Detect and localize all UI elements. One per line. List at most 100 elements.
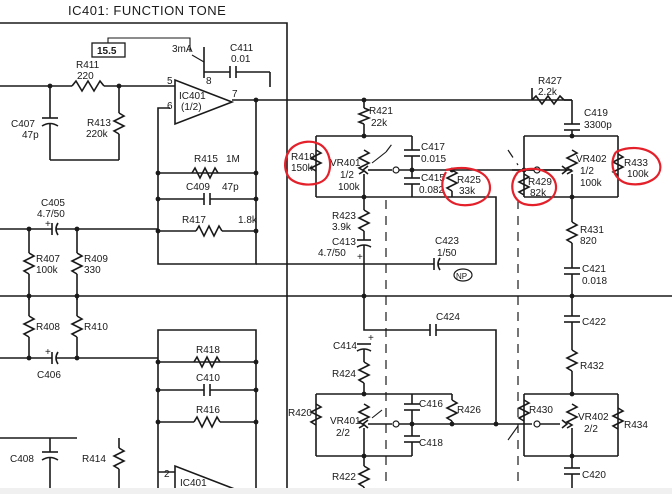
- r434-ref: R434: [624, 420, 648, 431]
- c419-ref: C419: [584, 108, 608, 119]
- vr401-lower-part: 2/2: [336, 428, 350, 439]
- r420-ref: R420: [288, 408, 312, 419]
- c421-value: 0.018: [582, 276, 607, 287]
- r429-ref: R429: [528, 177, 552, 188]
- ic401-bottom-label: IC401: [180, 478, 207, 489]
- r417-value: 1.8k: [238, 215, 258, 226]
- r411-ref: R411: [76, 60, 100, 71]
- c407-value: 47p: [22, 130, 39, 141]
- vr402-lower-ref: VR402: [578, 412, 609, 423]
- r432-ref: R432: [580, 361, 604, 372]
- c417-ref: C417: [421, 142, 445, 153]
- bottom-scroll-strip: [0, 488, 672, 494]
- c409-ref: C409: [186, 182, 210, 193]
- r419-highlight-circle: [284, 140, 332, 186]
- ic401-top-label2: (1/2): [181, 102, 202, 113]
- r417-resistor: [195, 224, 223, 238]
- r421-value: 22k: [371, 118, 388, 129]
- r426-resistor: [445, 399, 459, 422]
- r410-ref: R410: [84, 322, 108, 333]
- r419-resistor: [309, 149, 323, 172]
- ic-frame: [0, 22, 288, 494]
- c416-ref: C416: [419, 399, 443, 410]
- vr402-lower-pot: [565, 403, 579, 429]
- vr402-lower-part: 2/2: [584, 424, 598, 435]
- r430-ref: R430: [529, 405, 553, 416]
- r407-value: 100k: [36, 265, 59, 276]
- c414-ref: C414: [333, 341, 357, 352]
- r424-ref: R424: [332, 369, 356, 380]
- c423-value: 1/50: [437, 248, 457, 259]
- c413-value: 4.7/50: [318, 248, 346, 259]
- r433-highlight-circle: [611, 146, 662, 186]
- c410-ref: C410: [196, 373, 220, 384]
- r408-ref: R408: [36, 322, 60, 333]
- r426-ref: R426: [457, 405, 481, 416]
- r430-resistor: [517, 399, 531, 422]
- vr402-upper-value: 100k: [580, 178, 603, 189]
- c422-ref: C422: [582, 317, 606, 328]
- vr401-upper-ref: VR401: [330, 158, 361, 169]
- r419-value: 150k: [291, 163, 314, 174]
- c421-ref: C421: [582, 264, 606, 275]
- r422-ref: R422: [332, 472, 356, 483]
- r433-ref: R433: [624, 158, 648, 169]
- c424-ref: C424: [436, 312, 460, 323]
- c411-value: 0.01: [231, 54, 251, 65]
- r409-ref: R409: [84, 254, 108, 265]
- c406-plus: +: [45, 347, 51, 358]
- r415-ref: R415: [194, 154, 218, 165]
- r423-value: 3.9k: [332, 222, 352, 233]
- ic401-pin6: 6: [167, 101, 173, 112]
- r413-ref: R413: [87, 118, 111, 129]
- r429-value: 82k: [530, 188, 547, 199]
- r421-resistor: [356, 107, 372, 125]
- r425-resistor: [445, 169, 459, 192]
- r431-ref: R431: [580, 225, 604, 236]
- schematic-title: IC401: FUNCTION TONE: [68, 3, 226, 18]
- c423-ref: C423: [435, 236, 459, 247]
- c406-ref: C406: [37, 370, 61, 381]
- r425-highlight-circle: [441, 166, 492, 207]
- c413-ref: C413: [332, 237, 356, 248]
- c417-value: 0.015: [421, 154, 446, 165]
- r425-ref: R425: [457, 175, 481, 186]
- r427-value: 2.2k: [538, 87, 558, 98]
- r425-value: 33k: [459, 186, 476, 197]
- r411-value: 220: [77, 71, 94, 82]
- c423-np-label: NP: [456, 272, 467, 281]
- r414-ref: R414: [82, 454, 106, 465]
- r424-resistor: [357, 361, 371, 384]
- vr402-upper-ref: VR402: [576, 154, 607, 165]
- r409-value: 330: [84, 265, 101, 276]
- r432-resistor: [565, 349, 579, 372]
- c420-ref: C420: [582, 470, 606, 481]
- ic401-pin5: 5: [167, 76, 173, 87]
- ic401-bottom-pin: 2: [164, 469, 170, 480]
- current-label: 3mA: [172, 44, 193, 55]
- ic401-pin7: 7: [232, 89, 238, 100]
- ic401-top-opamp: [174, 78, 235, 126]
- vr401-upper-value: 100k: [338, 182, 361, 193]
- vr401-lower-ref: VR401: [330, 416, 361, 427]
- vr401-upper-part: 1/2: [340, 170, 354, 181]
- r417-ref: R417: [182, 215, 206, 226]
- r422-resistor: [357, 465, 371, 488]
- r410-resistor: [70, 315, 84, 338]
- r419-ref: R419: [291, 152, 315, 163]
- r433-value: 100k: [627, 169, 650, 180]
- r407-ref: R407: [36, 254, 60, 265]
- r429-highlight-circle: [511, 167, 558, 207]
- r414-resistor: [112, 447, 126, 470]
- c414-plus: +: [368, 333, 374, 344]
- c405-value: 4.7/50: [37, 209, 65, 220]
- r413-resistor: [112, 112, 126, 135]
- r409-resistor: [70, 252, 84, 275]
- r407-resistor: [22, 252, 36, 275]
- r423-resistor: [357, 209, 371, 232]
- c419-value: 3300p: [584, 120, 612, 131]
- c418-ref: C418: [419, 438, 443, 449]
- r427-ref: R427: [538, 76, 562, 87]
- c405-ref: C405: [41, 198, 65, 209]
